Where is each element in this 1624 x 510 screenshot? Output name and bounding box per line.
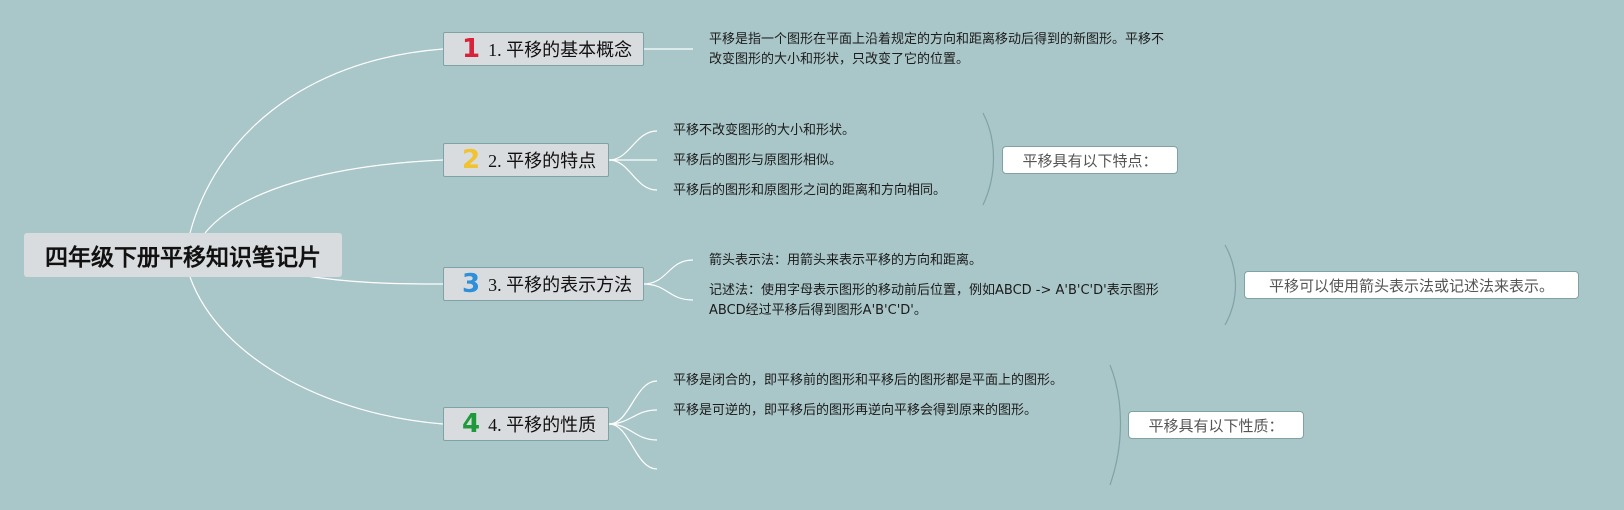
concept-detail-line-1[interactable]: 平移是指一个图形在平面上沿着规定的方向和距离移动后得到的新图形。平移不 [709, 32, 1165, 47]
representation-item-notation-line-2[interactable]: ABCD经过平移后得到图形A'B'C'D'。 [709, 303, 927, 318]
connector-root-topic2 [204, 159, 444, 234]
connector-topic4-leaf2 [608, 409, 658, 425]
connector-topic4-leaf1 [608, 380, 658, 425]
root-title[interactable]: 四年级下册平移知识笔记片 [24, 233, 342, 277]
representation-item-arrow[interactable]: 箭头表示法：用箭头来表示平移的方向和距离。 [709, 253, 983, 268]
summary-features[interactable]: 平移具有以下特点： [1002, 146, 1178, 174]
number-1-icon: 1 [462, 34, 481, 64]
brace-representation [1224, 244, 1237, 326]
brace-features [982, 112, 995, 206]
connector-topic2-leaf3 [608, 159, 658, 191]
brace-properties [1109, 364, 1122, 486]
topic-3-representation[interactable]: 3 3. 平移的表示方法 [443, 267, 644, 301]
feature-item-2[interactable]: 平移后的图形与原图形相似。 [673, 153, 843, 168]
connector-topic4-leaf4 [608, 423, 658, 470]
property-item-2[interactable]: 平移是可逆的，即平移后的图形再逆向平移会得到原来的图形。 [673, 403, 1038, 418]
topic-3-label: 3. 平移的表示方法 [488, 275, 633, 295]
representation-item-notation-line-1[interactable]: 记述法：使用字母表示图形的移动前后位置，例如ABCD -> A'B'C'D'表示… [709, 283, 1159, 298]
number-4-icon: 4 [462, 409, 481, 439]
topic-1-basic-concept[interactable]: 1 1. 平移的基本概念 [443, 32, 644, 66]
connector-topic3-leaf1 [642, 259, 694, 285]
feature-item-1[interactable]: 平移不改变图形的大小和形状。 [673, 123, 856, 138]
topic-1-label: 1. 平移的基本概念 [488, 40, 633, 60]
topic-2-features[interactable]: 2 2. 平移的特点 [443, 143, 609, 177]
connector-root-topic4 [189, 276, 444, 425]
topic-4-properties[interactable]: 4 4. 平移的性质 [443, 407, 609, 441]
connector-root-topic3 [299, 274, 444, 285]
topic-4-label: 4. 平移的性质 [488, 415, 597, 435]
connector-topic2-leaf1 [608, 130, 658, 161]
concept-detail-line-2[interactable]: 改变图形的大小和形状，只改变了它的位置。 [709, 52, 970, 67]
property-item-1[interactable]: 平移是闭合的，即平移前的图形和平移后的图形都是平面上的图形。 [673, 373, 1064, 388]
topic-2-label: 2. 平移的特点 [488, 151, 597, 171]
connector-root-topic1 [189, 48, 444, 234]
connector-topic3-leaf2 [642, 283, 694, 301]
summary-representation[interactable]: 平移可以使用箭头表示法或记述法来表示。 [1244, 271, 1579, 299]
summary-properties[interactable]: 平移具有以下性质： [1128, 411, 1304, 439]
number-3-icon: 3 [462, 269, 481, 299]
feature-item-3[interactable]: 平移后的图形和原图形之间的距离和方向相同。 [673, 183, 947, 198]
number-2-icon: 2 [462, 145, 481, 175]
